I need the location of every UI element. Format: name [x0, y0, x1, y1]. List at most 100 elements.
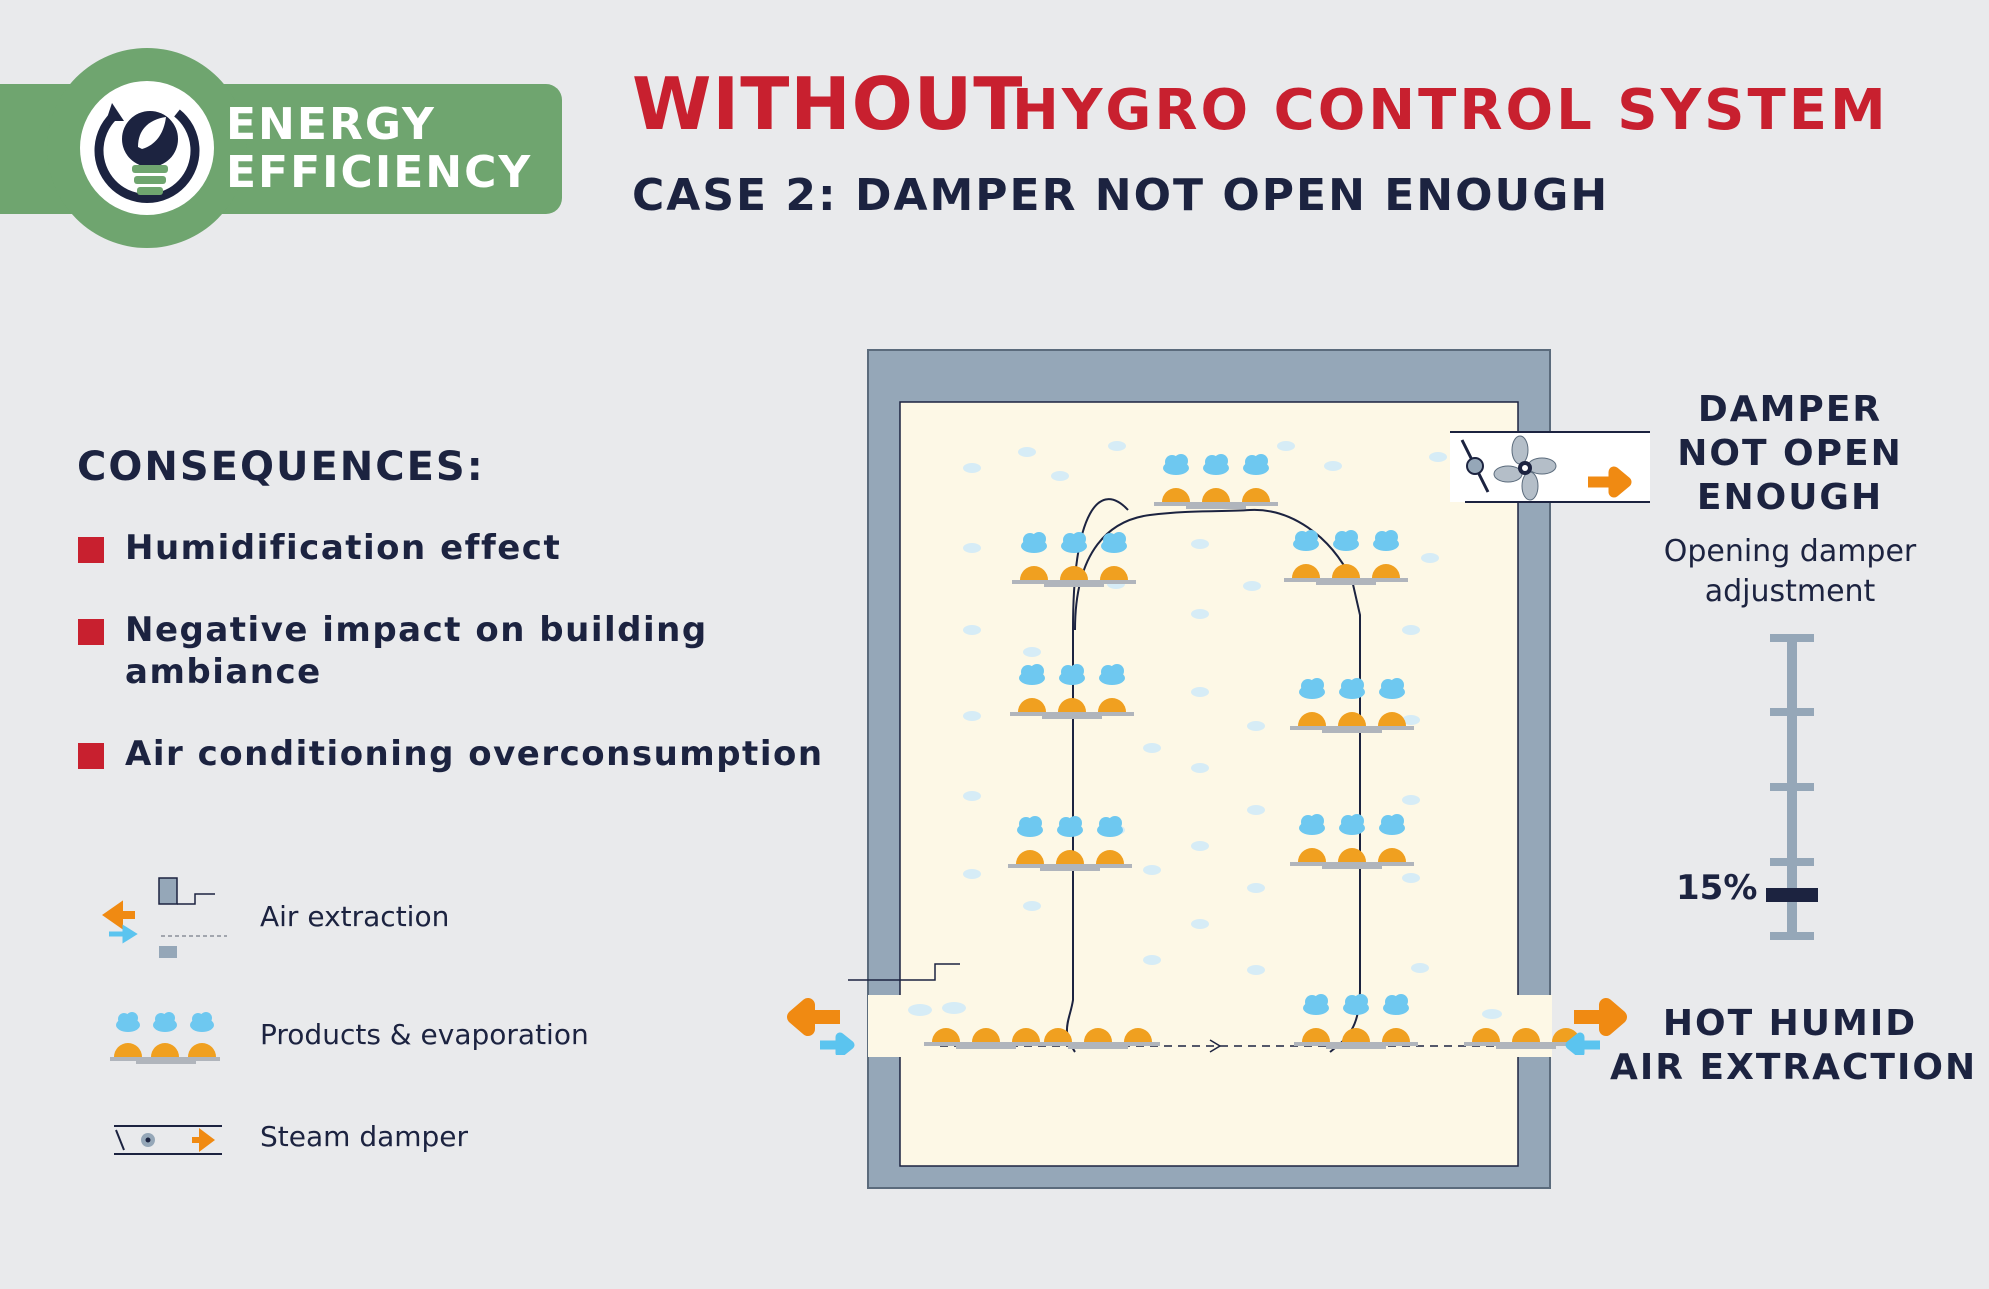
consequence-text: Humidification effect — [125, 528, 562, 568]
product-item — [1378, 848, 1406, 862]
product-item — [1342, 1028, 1370, 1042]
product-tray — [1008, 816, 1132, 871]
product-item — [1298, 848, 1326, 862]
building-diagram — [848, 349, 1650, 1189]
legend-air-extraction-label: Air extraction — [260, 900, 450, 933]
product-item — [1292, 564, 1320, 578]
damper-opening-gauge — [1766, 634, 1818, 940]
room-interior — [899, 401, 1519, 1167]
evaporation-cloud — [1203, 454, 1229, 475]
product-item — [1202, 488, 1230, 502]
steam-damper-legend-icon — [114, 1125, 222, 1155]
product-item — [1512, 1028, 1540, 1042]
product-item — [1058, 698, 1086, 712]
product-item — [1338, 848, 1366, 862]
consequence-text: Air conditioning overconsumption — [125, 734, 824, 774]
extraction-title-line: AIR EXTRACTION — [1610, 1047, 1978, 1088]
product-tray — [1294, 994, 1418, 1049]
product-item — [1056, 850, 1084, 864]
evaporation-cloud — [1379, 678, 1405, 699]
product-item — [1338, 712, 1366, 726]
consequences-heading: CONSEQUENCES: — [77, 444, 485, 490]
product-item — [1020, 566, 1048, 580]
bullet-square — [78, 537, 104, 563]
badge-line-1: ENERGY — [226, 99, 436, 150]
evaporation-cloud — [1101, 532, 1127, 553]
evaporation-cloud — [1339, 814, 1365, 835]
product-tray — [924, 1028, 1048, 1049]
products-legend-icon — [110, 1012, 220, 1064]
product-tray — [1154, 454, 1278, 509]
evaporation-cloud — [1017, 816, 1043, 837]
lightbulb-leaf-icon — [80, 81, 214, 215]
product-item — [1382, 1028, 1410, 1042]
product-item — [1162, 488, 1190, 502]
left-extraction-arrows — [787, 998, 855, 1055]
product-tray — [1290, 678, 1414, 733]
evaporation-cloud — [1299, 678, 1325, 699]
product-tray — [1284, 530, 1408, 585]
orange-out-arrow — [1574, 998, 1627, 1036]
bullet-square — [78, 743, 104, 769]
blue-in-arrow — [1565, 1032, 1600, 1055]
product-item — [1018, 698, 1046, 712]
consequence-text: Negative impact on building ambiance — [125, 610, 708, 692]
product-item — [1242, 488, 1270, 502]
badge-line-2: EFFICIENCY — [226, 147, 533, 198]
evaporation-cloud — [1163, 454, 1189, 475]
product-tray — [1290, 814, 1414, 869]
bullet-square — [78, 619, 104, 645]
product-item — [1124, 1028, 1152, 1042]
evaporation-cloud — [1293, 530, 1319, 551]
fan-icon — [1493, 435, 1557, 501]
product-item — [1100, 566, 1128, 580]
legend-products-label: Products & evaporation — [260, 1018, 589, 1051]
product-tray — [1036, 1028, 1160, 1049]
product-item — [1060, 566, 1088, 580]
evaporation-cloud — [1333, 530, 1359, 551]
title-emphasis: WITHOUT — [632, 62, 1024, 146]
product-tray — [1012, 532, 1136, 587]
product-item — [1016, 850, 1044, 864]
product-item — [1302, 1028, 1330, 1042]
consequence-item: Humidification effect — [78, 527, 718, 569]
evaporation-cloud — [1343, 994, 1369, 1015]
damper-subtitle-line: adjustment — [1704, 574, 1876, 609]
evaporation-cloud — [1057, 816, 1083, 837]
gauge-level-marker — [1766, 888, 1818, 902]
damper-title-line: DAMPER — [1697, 389, 1883, 430]
evaporation-cloud — [1379, 814, 1405, 835]
right-extraction-arrows — [1565, 998, 1627, 1055]
evaporation-cloud — [1339, 678, 1365, 699]
legend-steam-damper-label: Steam damper — [260, 1120, 469, 1153]
damper-subtitle-line: Opening damper — [1663, 534, 1917, 569]
damper-outflow-arrow — [1588, 466, 1632, 498]
evaporation-cloud — [1299, 814, 1325, 835]
subtitle: CASE 2: DAMPER NOT OPEN ENOUGH — [632, 170, 1610, 221]
product-item — [932, 1028, 960, 1042]
product-item — [1098, 698, 1126, 712]
evaporation-cloud — [1061, 532, 1087, 553]
product-item — [1096, 850, 1124, 864]
gauge-value-label: 15% — [1676, 868, 1758, 908]
product-item — [1012, 1028, 1040, 1042]
product-item — [1378, 712, 1406, 726]
consequence-item: Negative impact on building ambiance — [78, 609, 718, 693]
consequence-item: Air conditioning overconsumption — [78, 733, 838, 775]
evaporation-cloud — [1099, 664, 1125, 685]
title-rest: HYGRO CONTROL SYSTEM — [1012, 78, 1889, 143]
orange-out-arrow — [787, 998, 840, 1036]
evaporation-cloud — [1021, 532, 1047, 553]
evaporation-cloud — [1059, 664, 1085, 685]
product-tray — [1010, 664, 1134, 719]
air-extraction-legend-icon — [102, 877, 227, 958]
evaporation-cloud — [1097, 816, 1123, 837]
damper-title-line: ENOUGH — [1696, 477, 1884, 518]
evaporation-cloud — [1383, 994, 1409, 1015]
extraction-title-line: HOT HUMID — [1662, 1003, 1918, 1044]
product-item — [1044, 1028, 1072, 1042]
product-item — [1298, 712, 1326, 726]
product-item — [972, 1028, 1000, 1042]
product-item — [1372, 564, 1400, 578]
product-tray — [1464, 1028, 1588, 1049]
